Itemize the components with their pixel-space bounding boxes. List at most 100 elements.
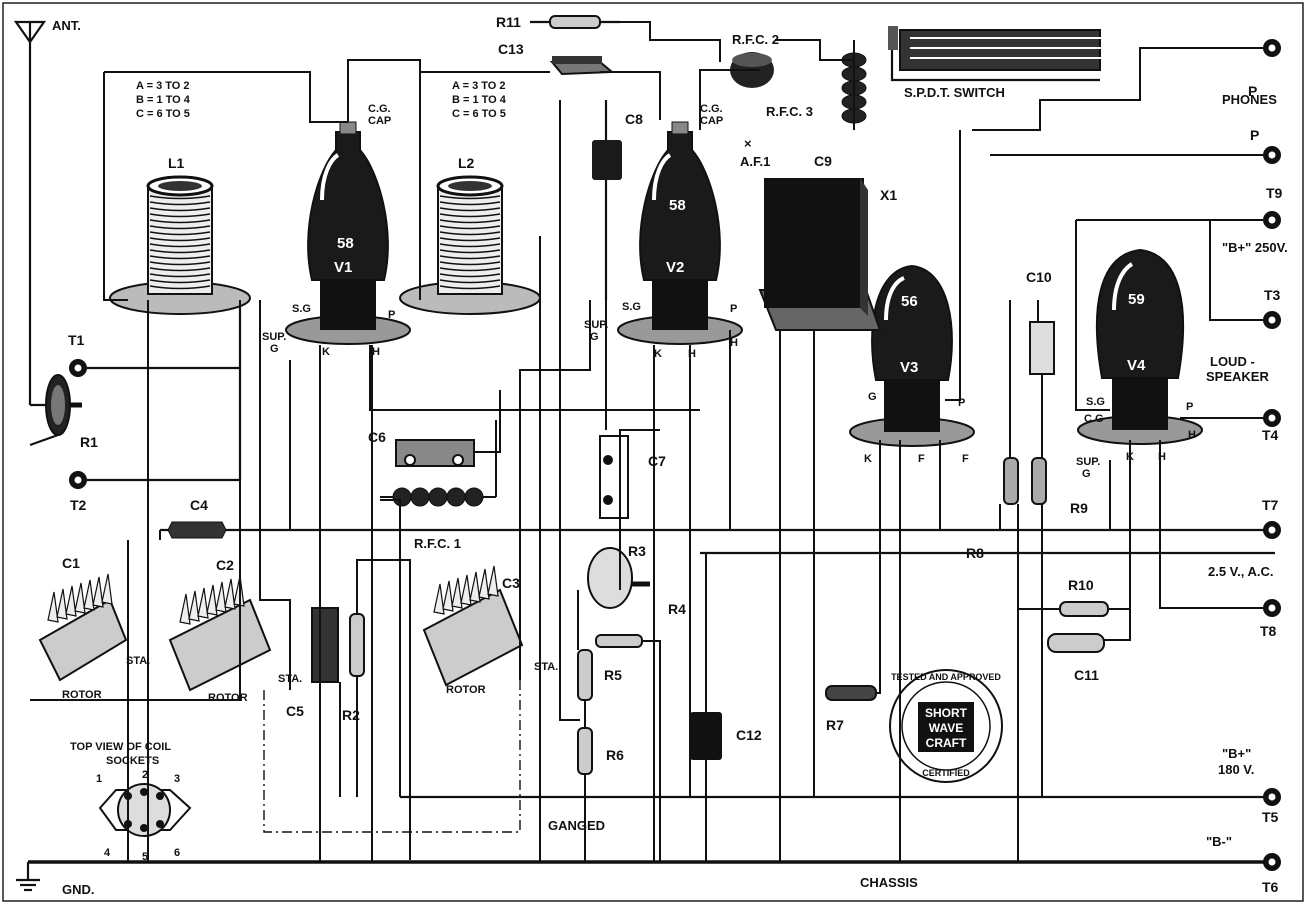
c4-label: C4 <box>190 497 208 513</box>
l2-legend-c: C = 6 TO 5 <box>452 108 506 120</box>
c13-label: C13 <box>498 41 524 57</box>
ganged-label: GANGED <box>548 818 605 833</box>
r5-label: R5 <box>604 667 622 683</box>
r2-label: R2 <box>342 707 360 723</box>
af1-x: × <box>744 136 752 151</box>
v2-p: P <box>730 303 737 315</box>
rfc1-label: R.F.C. 1 <box>414 536 461 551</box>
resistor-r9 <box>1031 457 1047 505</box>
x1-label: X1 <box>880 187 897 203</box>
transformer-af1 <box>758 178 882 331</box>
v2-supg-1: SUP. <box>584 319 608 331</box>
socket-pin-numbers: 1 2 3 4 5 6 <box>96 769 180 863</box>
phones-label: PHONES <box>1222 92 1277 107</box>
wiring-network <box>30 21 1263 862</box>
spdt-switch <box>888 26 1150 82</box>
tube-v1 <box>285 121 411 345</box>
resistor-r2 <box>349 613 365 677</box>
seal-line-1: SHORT <box>925 706 968 720</box>
gang-linkage <box>263 680 521 833</box>
variable-capacitor-c2 <box>168 575 272 692</box>
seal-bottom: CERTIFIED <box>922 768 970 778</box>
gnd-label: GND. <box>62 882 95 897</box>
b180-line-1: "B+" <box>1222 746 1251 761</box>
coil-l1 <box>109 175 251 315</box>
t5-label: T5 <box>1262 809 1279 825</box>
v1-supg-2: G <box>270 343 279 355</box>
l2-legend-b: B = 1 TO 4 <box>452 94 507 106</box>
c1-rotor: ROTOR <box>62 689 102 701</box>
v4-supg-1: SUP. <box>1076 456 1100 468</box>
resistor-r5 <box>577 649 593 701</box>
l2-legend-a: A = 3 TO 2 <box>452 80 506 92</box>
c1-label: C1 <box>62 555 80 571</box>
t1-label: T1 <box>68 332 85 348</box>
r10-label: R10 <box>1068 577 1094 593</box>
resistor-r11 <box>530 15 620 29</box>
c11-label: C11 <box>1074 667 1099 683</box>
svg-text:4: 4 <box>104 847 111 859</box>
r6-label: R6 <box>606 747 624 763</box>
v4-supg-2: G <box>1082 468 1091 480</box>
rfc1-choke <box>380 487 496 507</box>
v4-sg: S.G <box>1086 396 1105 408</box>
l1-legend-a: A = 3 TO 2 <box>136 80 190 92</box>
c8-label: C8 <box>625 111 643 127</box>
svg-text:2: 2 <box>142 769 148 781</box>
t8-label: T8 <box>1260 623 1277 639</box>
resistor-r7 <box>825 685 877 701</box>
loudspeaker-line-2: SPEAKER <box>1206 369 1269 384</box>
t3-label: T3 <box>1264 287 1281 303</box>
svg-text:1: 1 <box>96 773 102 785</box>
right-terminal-column <box>1263 39 1281 871</box>
r9-label: R9 <box>1070 500 1088 516</box>
terminal-t1 <box>69 359 87 377</box>
r8-label: R8 <box>966 545 984 561</box>
resistor-r10 <box>1059 601 1109 617</box>
l1-label: L1 <box>168 155 185 171</box>
l1-legend-c: C = 6 TO 5 <box>136 108 190 120</box>
capacitor-c8 <box>592 100 622 300</box>
v4-type: 59 <box>1128 291 1145 308</box>
b-minus-label: "B-" <box>1206 834 1232 849</box>
t9-label: T9 <box>1266 185 1283 201</box>
ground-symbol <box>16 862 40 892</box>
chassis-label: CHASSIS <box>860 875 918 890</box>
v3-type: 56 <box>901 293 918 310</box>
capacitor-c12 <box>690 712 722 760</box>
capacitor-c4 <box>167 521 227 539</box>
c3-rotor: ROTOR <box>446 684 486 696</box>
coil-l2 <box>399 175 541 315</box>
v2-cg-cap-1: C.G. <box>700 103 723 115</box>
seal-top: TESTED AND APPROVED <box>891 672 1001 682</box>
p1-label: P <box>1248 83 1257 99</box>
v1-h: H <box>372 346 380 358</box>
c3-label: C3 <box>502 575 520 591</box>
v1-type: 58 <box>337 235 354 252</box>
v1-sg: S.G <box>292 303 311 315</box>
rfc2-label: R.F.C. 2 <box>732 32 779 47</box>
r3-label: R3 <box>628 543 646 559</box>
seal-line-3: CRAFT <box>926 736 967 750</box>
c9-label: C9 <box>814 153 832 169</box>
v3-g: G <box>868 391 877 403</box>
coil-legend-2: A = 3 TO 2 B = 1 TO 4 C = 6 TO 5 <box>452 80 507 120</box>
loudspeaker-line-1: LOUD - <box>1210 354 1255 369</box>
rfc3-label: R.F.C. 3 <box>766 104 813 119</box>
ant-label: ANT. <box>52 18 81 33</box>
capacitor-c10 <box>1029 321 1055 375</box>
t4-label: T4 <box>1262 427 1279 443</box>
c2-label: C2 <box>216 557 234 573</box>
antenna-symbol <box>13 20 52 407</box>
v2-type: 58 <box>669 197 686 214</box>
p2-label: P <box>1250 127 1259 143</box>
r11-label: R11 <box>496 14 521 30</box>
v1-label: V1 <box>334 259 352 276</box>
r7-label: R7 <box>826 717 844 733</box>
ac-label: 2.5 V., A.C. <box>1208 564 1274 579</box>
resistor-r4 <box>595 634 643 648</box>
capacitor-c7 <box>599 435 629 519</box>
